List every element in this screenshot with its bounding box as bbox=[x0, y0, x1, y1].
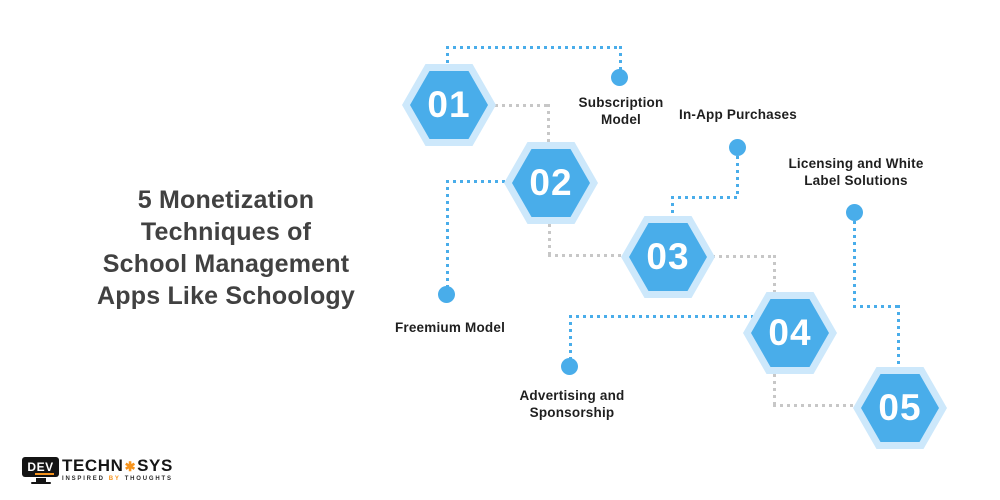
step5-number: 05 bbox=[878, 387, 922, 428]
page-title: 5 Monetization Techniques of School Mana… bbox=[97, 186, 355, 310]
step3-number: 03 bbox=[646, 236, 690, 277]
connector-step5-label-vertical-a bbox=[853, 221, 856, 307]
tagline-word-1: INSPIRED bbox=[62, 476, 105, 482]
step4-hexagon-fill: 04 bbox=[751, 299, 829, 367]
connector-hex1-hex2-vertical bbox=[547, 104, 550, 143]
monitor-icon: DEV bbox=[22, 457, 59, 484]
monitor-stand-base bbox=[30, 482, 51, 484]
step2-label: Freemium Model bbox=[394, 320, 506, 335]
connector-step5-label-vertical-b bbox=[897, 305, 900, 368]
step4-hexagon: 04 bbox=[743, 292, 837, 374]
logo-name: TECHN ✱ SYS bbox=[62, 457, 173, 475]
tagline-word-3: THOUGHTS bbox=[124, 476, 173, 482]
connector-step1-label-horizontal bbox=[446, 46, 622, 49]
step1-label: Subscription Model bbox=[578, 95, 664, 127]
logo-name-right: SYS bbox=[137, 456, 173, 475]
connector-step3-label-vertical-a bbox=[736, 156, 739, 198]
connector-step4-label-vertical bbox=[569, 315, 572, 359]
step3-hexagon: 03 bbox=[621, 216, 715, 298]
step4-endpoint-dot bbox=[561, 358, 578, 375]
logo-name-left: TECHN bbox=[62, 456, 124, 475]
logo: DEV TECHN ✱ SYS INSPIRED BY THOUGHTS bbox=[22, 457, 173, 484]
step3-endpoint-dot bbox=[729, 139, 746, 156]
connector-step3-label-vertical-b bbox=[671, 196, 674, 217]
connector-hex4-hex5-horizontal bbox=[773, 404, 854, 407]
step4-number: 04 bbox=[768, 312, 812, 353]
step2-number: 02 bbox=[529, 162, 573, 203]
step4-label: Advertising and Sponsorship bbox=[519, 388, 625, 420]
logo-text-block: TECHN ✱ SYS INSPIRED BY THOUGHTS bbox=[62, 457, 173, 483]
connector-hex3-hex4-vertical bbox=[773, 255, 776, 293]
step1-hexagon-fill: 01 bbox=[410, 71, 488, 139]
step2-hexagon: 02 bbox=[504, 142, 598, 224]
step3-label: In-App Purchases bbox=[679, 107, 797, 122]
connector-step2-label-horizontal bbox=[446, 180, 506, 183]
step5-label: Licensing and White Label Solutions bbox=[788, 156, 924, 188]
connector-step4-label-horizontal bbox=[569, 315, 753, 318]
step2-endpoint-dot bbox=[438, 286, 455, 303]
connector-hex4-hex5-vertical bbox=[773, 374, 776, 407]
step5-hexagon-fill: 05 bbox=[861, 374, 939, 442]
step5-endpoint-dot bbox=[846, 204, 863, 221]
connector-hex1-hex2-horizontal bbox=[495, 104, 550, 107]
monitor-stand bbox=[35, 478, 46, 482]
connector-hex3-hex4-horizontal bbox=[712, 255, 776, 258]
step1-hexagon: 01 bbox=[402, 64, 496, 146]
step5-hexagon: 05 bbox=[853, 367, 947, 449]
gear-icon: ✱ bbox=[124, 458, 137, 474]
connector-step5-label-horizontal bbox=[853, 305, 901, 308]
connector-step1-label-vertical-a bbox=[446, 46, 449, 64]
step1-number: 01 bbox=[427, 84, 471, 125]
connector-hex2-hex3-vertical bbox=[548, 224, 551, 257]
connector-step3-label-horizontal bbox=[671, 196, 739, 199]
connector-step2-label-vertical bbox=[446, 180, 449, 287]
tagline-word-2: BY bbox=[108, 476, 121, 482]
connector-hex2-hex3-horizontal bbox=[548, 254, 622, 257]
logo-tagline: INSPIRED BY THOUGHTS bbox=[62, 476, 173, 482]
logo-device-text: DEV bbox=[27, 460, 54, 474]
connector-step1-label-vertical-b bbox=[619, 46, 622, 70]
step1-endpoint-dot bbox=[611, 69, 628, 86]
logo-accent-bar bbox=[35, 473, 54, 475]
